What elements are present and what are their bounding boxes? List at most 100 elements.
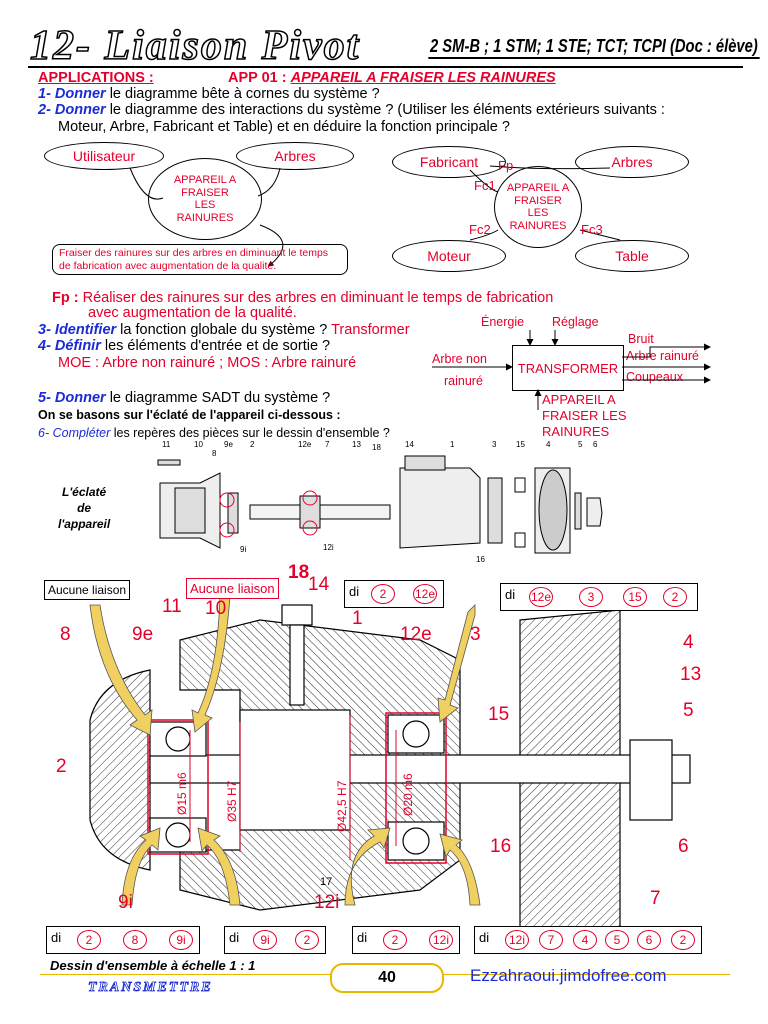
sys2-l1: APPAREIL A	[506, 182, 570, 194]
q4-num: 4- Définir	[38, 338, 101, 354]
sys2-l4: RAINURES	[509, 219, 567, 232]
num-12i: 12i	[314, 892, 340, 913]
chain-top-2-node-2: 3	[579, 587, 603, 607]
eclate-13: 13	[352, 440, 361, 449]
num-1: 1	[352, 608, 363, 629]
applications-label: APPLICATIONS :	[38, 70, 154, 86]
chain-b4-di: di	[479, 930, 490, 945]
sadt-arrows	[432, 330, 711, 410]
chain-b1-node-3: 9i	[169, 930, 193, 950]
num-11: 11	[162, 596, 182, 617]
sys2-l3: LES	[527, 207, 549, 219]
chain-b4-node-6: 2	[671, 930, 695, 950]
q6-text: les repères des pièces sur le dessin d'e…	[110, 426, 390, 440]
num-2: 2	[56, 756, 67, 777]
node-fabricant: Fabricant	[392, 146, 506, 178]
interaction-lines	[469, 165, 621, 241]
sadt-support-2: FRAISER LES	[542, 408, 627, 423]
chain-top-1-node-1: 2	[371, 584, 395, 604]
system-label-2: APPAREIL A FRAISER LES RAINURES	[507, 182, 569, 232]
chain-top-2-node-3: 15	[623, 587, 647, 607]
question-6: 6- Compléter les repères des pièces sur …	[38, 426, 390, 440]
node-moteur: Moteur	[392, 240, 506, 272]
eclate-7: 7	[325, 440, 330, 449]
fp-text1: Réaliser des rainures sur des arbres en …	[82, 290, 554, 306]
num-3: 3	[470, 624, 481, 645]
label-fp: Fp	[498, 158, 514, 173]
eclate-9e: 9e	[224, 440, 233, 449]
drawing-caption: Dessin d'ensemble à échelle 1 : 1	[50, 958, 256, 973]
label-fc3: Fc3	[581, 222, 603, 237]
page-number: 40	[330, 963, 444, 993]
q5-num: 5- Donner	[38, 390, 106, 406]
fp-label: Fp :	[52, 290, 79, 306]
eclate-caption: L'éclaté de l'appareil	[58, 484, 110, 532]
basons-text: On se basons sur l'éclaté de l'appareil …	[38, 408, 341, 422]
q4-answer: MOE : Arbre non rainuré ; MOS : Arbre ra…	[58, 355, 357, 371]
node-table: Table	[575, 240, 689, 272]
app-id-text: APP 01 :	[228, 70, 287, 86]
eclate-16: 16	[476, 555, 485, 564]
sys-l3: LES	[194, 199, 216, 211]
q2-text: le diagramme des interactions du système…	[105, 102, 665, 118]
num-4: 4	[683, 632, 694, 653]
q3-text: la fonction globale du système ?	[116, 322, 332, 338]
dim-20m6: Ø20 m6	[401, 773, 415, 816]
num-10: 10	[205, 598, 227, 619]
chain-b1-node-1: 2	[77, 930, 101, 950]
num-9i: 9i	[118, 892, 133, 913]
q3-answer: Transformer	[331, 322, 410, 338]
sadt-energie: Énergie	[481, 315, 525, 329]
num-18: 18	[288, 562, 310, 583]
sys-l2: FRAISER	[181, 186, 229, 199]
chain-b4-node-2: 7	[539, 930, 563, 950]
node-arbres-2: Arbres	[575, 146, 689, 178]
eclate-cap-2: de	[77, 501, 92, 515]
q3-num: 3- Identifier	[38, 322, 117, 338]
q5-text: le diagramme SADT du système ?	[105, 390, 331, 406]
chain-b1-node-2: 8	[123, 930, 147, 950]
dim-15m6: Ø15 m6	[175, 772, 189, 815]
num-12e: 12e	[400, 624, 432, 645]
dim-425h7: Ø42,5 H7	[335, 780, 349, 832]
bete-cornes-lines	[129, 167, 284, 267]
chain-b4-node-3: 4	[573, 930, 597, 950]
page-title: 12- Liaison Pivot	[29, 22, 361, 70]
chain-bottom-2: di 9i 2	[224, 926, 326, 954]
eclate-4: 4	[546, 440, 551, 449]
eclate-11: 11	[162, 440, 171, 449]
assembly-drawing: Ø15 m6 Ø35 H7 Ø42,5 H7 Ø20 m6	[89, 594, 691, 941]
eclate-10: 10	[194, 440, 203, 449]
title-underline	[28, 66, 743, 68]
sys-l4: RAINURES	[176, 211, 234, 224]
eclate-8: 8	[212, 449, 217, 458]
system-circle-2: APPAREIL A FRAISER LES RAINURES	[494, 166, 582, 248]
chain-top-2-node-4: 2	[663, 587, 687, 607]
sys-l1: APPAREIL A	[173, 174, 237, 186]
sadt-output: Arbre rainuré	[626, 349, 699, 363]
chain-b2-node-2: 2	[295, 930, 319, 950]
question-2: 2- Donner le diagramme des interactions …	[38, 102, 665, 118]
chain-top-2: di 12e 3 15 2	[500, 583, 698, 611]
num-15: 15	[488, 704, 510, 725]
app-title: APPAREIL A FRAISER LES RAINURES	[290, 70, 556, 86]
question-4: 4- Définir les éléments d'entrée et de s…	[38, 338, 330, 354]
question-5: 5- Donner le diagramme SADT du système ?	[38, 390, 330, 406]
q6-num: 6- Compléter	[38, 426, 111, 440]
eclate-2: 2	[250, 440, 255, 449]
eclate-14: 14	[405, 440, 414, 449]
question-3: 3- Identifier la fonction globale du sys…	[38, 322, 410, 338]
eclate-12e: 12e	[298, 440, 312, 449]
chain-b3-node-1: 2	[383, 930, 407, 950]
node-arbres: Arbres	[236, 142, 354, 170]
chain-bottom-4: di 12i 7 4 5 6 2	[474, 926, 702, 954]
function-box: Fraiser des rainures sur des arbres en d…	[52, 244, 348, 275]
q1-num: 1- Donner	[38, 86, 106, 102]
chain-b3-di: di	[357, 930, 368, 945]
fp-text2: avec augmentation de la qualité.	[88, 305, 297, 321]
footer-link[interactable]: Ezzahraoui.jimdofree.com	[470, 966, 667, 985]
eclate-cap-1: L'éclaté	[62, 485, 107, 499]
class-levels: 2 SM-B ; 1 STM; 1 STE; TCT; TCPI (Doc : …	[428, 36, 760, 59]
chain-b4-node-4: 5	[605, 930, 629, 950]
eclate-18: 18	[372, 443, 381, 452]
